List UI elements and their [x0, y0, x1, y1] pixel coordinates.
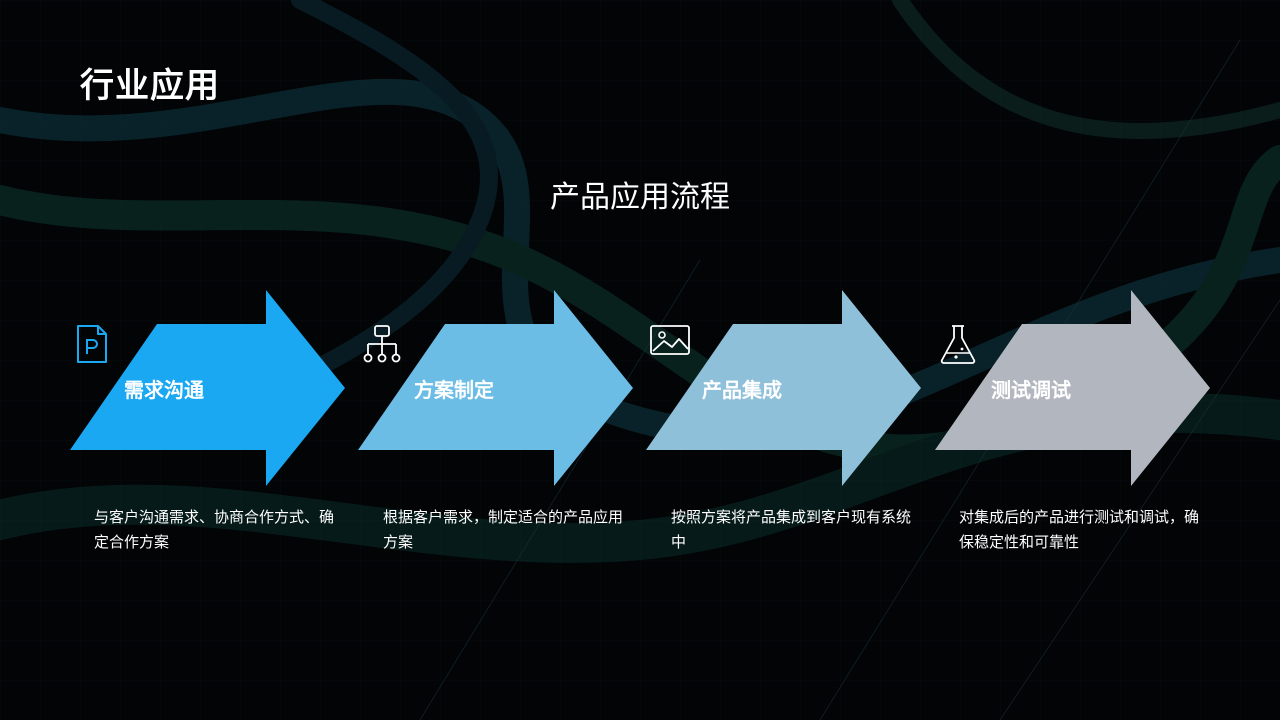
- powerpoint-file-icon: [77, 325, 107, 363]
- step-description: 与客户沟通需求、协商合作方式、确定合作方案: [94, 508, 335, 551]
- step-label: 需求沟通: [124, 378, 204, 402]
- step-arrow: [935, 290, 1210, 486]
- step-label: 产品集成: [702, 378, 782, 402]
- flask-icon: [940, 325, 976, 364]
- org-chart-icon: [363, 325, 401, 363]
- flow-step-4: 测试调试: [935, 290, 1225, 486]
- slide-title: 行业应用: [80, 66, 220, 106]
- step-arrow: [70, 290, 345, 486]
- step-arrow: [358, 290, 633, 486]
- step-description: 按照方案将产品集成到客户现有系统中: [671, 508, 912, 551]
- flow-title: 产品应用流程: [550, 180, 730, 215]
- flow-step-1: 需求沟通: [70, 290, 360, 486]
- step-description: 对集成后的产品进行测试和调试，确保稳定性和可靠性: [959, 508, 1200, 551]
- image-icon: [650, 325, 690, 355]
- flow-step-2: 方案制定: [358, 290, 648, 486]
- step-label: 方案制定: [414, 378, 494, 402]
- flow-step-3: 产品集成: [646, 290, 936, 486]
- step-description: 根据客户需求，制定适合的产品应用方案: [383, 508, 624, 551]
- step-label: 测试调试: [991, 378, 1071, 402]
- step-arrow: [646, 290, 921, 486]
